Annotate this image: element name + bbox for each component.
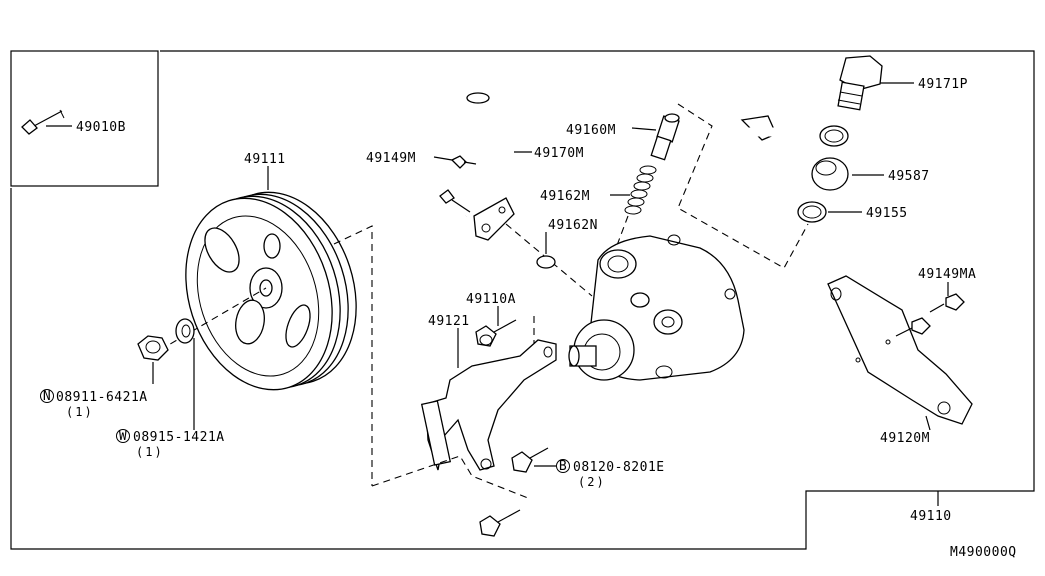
marker-n-text: N: [43, 389, 51, 404]
axis-line: [159, 287, 267, 351]
label-49120m: 49120M: [880, 431, 930, 446]
leader-49160m: [631, 127, 657, 131]
hose-dash: [505, 223, 593, 297]
marker-w-text: W: [119, 429, 127, 444]
fitting-49171p: [837, 55, 883, 111]
seal-upper-inner: [824, 129, 844, 143]
pulley-49111: [185, 191, 357, 391]
leader-49120m: [925, 415, 931, 431]
valve-49160m: [650, 113, 680, 161]
bracket-49121: [420, 339, 557, 471]
nut-08911-6421a: [137, 335, 169, 361]
hose-49170m: [460, 92, 515, 241]
bolt-08120-8201e: [479, 447, 549, 537]
label-49010b: 49010B: [76, 120, 126, 135]
tube-49587: [705, 115, 849, 191]
seal-49155-inner: [802, 205, 822, 219]
oring-49162n: [536, 255, 556, 269]
seal-upper: [819, 125, 849, 147]
bracket-dash-lower: [371, 455, 529, 499]
bolt-49110a: [475, 319, 517, 347]
washer-08915-1421a: [175, 318, 195, 344]
bracket-dash-left: [333, 225, 373, 486]
label-bolt: 08120-8201E: [573, 460, 665, 475]
label-49149ma: 49149MA: [918, 267, 976, 282]
label-49162m: 49162M: [540, 189, 590, 204]
bolt-49149ma: [895, 293, 965, 337]
qty-bolt: (2): [578, 475, 606, 489]
label-nut: 08911-6421A: [56, 390, 148, 405]
label-49155: 49155: [866, 206, 908, 221]
label-49160m: 49160M: [566, 123, 616, 138]
leader-49149m: [433, 156, 453, 161]
label-49110a: 49110A: [466, 292, 516, 307]
bolt-49149m: [439, 155, 477, 213]
label-49149m: 49149M: [366, 151, 416, 166]
diagram-code: M490000Q: [950, 545, 1017, 560]
tube-dash: [677, 103, 809, 269]
qty-nut: (1): [66, 405, 94, 419]
marker-n: [40, 389, 54, 403]
main-frame: [10, 50, 1035, 550]
marker-b-text: B: [559, 459, 567, 474]
pump-body: [568, 234, 745, 381]
spring-49162m: [624, 165, 657, 215]
label-49587: 49587: [888, 169, 930, 184]
label-49111: 49111: [244, 152, 286, 167]
marker-b: [556, 459, 570, 473]
bracket-49120m: [827, 275, 973, 425]
label-49162n: 49162N: [548, 218, 598, 233]
qty-washer: (1): [136, 445, 164, 459]
seal-49155: [797, 201, 827, 223]
label-49171p: 49171P: [918, 77, 968, 92]
inset-frame: [10, 50, 159, 187]
label-49121: 49121: [428, 314, 470, 329]
bolt-49010b: [21, 109, 65, 135]
label-washer: 08915-1421A: [133, 430, 225, 445]
valve-dash: [615, 215, 629, 249]
label-49110: 49110: [910, 509, 952, 524]
marker-w: [116, 429, 130, 443]
label-49170m: 49170M: [534, 146, 584, 161]
